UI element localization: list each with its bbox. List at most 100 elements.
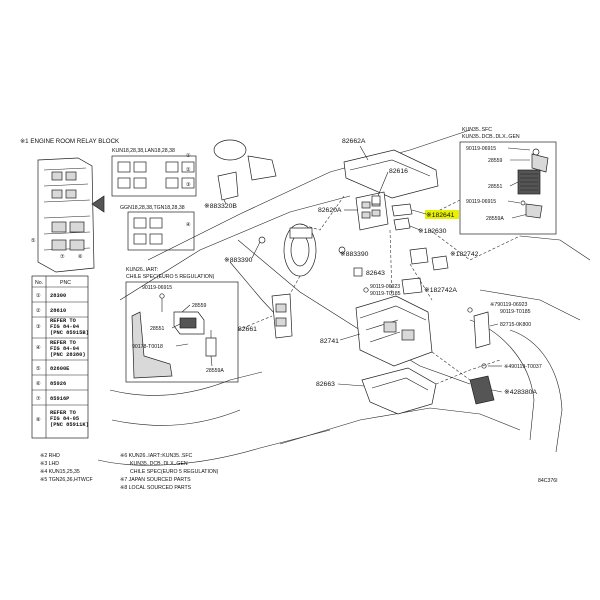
leader-line [359,145,369,161]
leader-line [337,383,365,387]
part-label-28559: 28559 [192,303,207,309]
relay-cell [133,217,147,229]
footnotes-right: ※6 KUN26..IART::KUN35..SFC KUN35..DCB..D… [120,453,219,491]
body-line [279,407,521,445]
footnote: ※8 LOCAL SOURCED PARTS [120,485,192,491]
part-label-28559: 28559 [488,158,503,164]
fuse-slot [371,209,381,217]
relay-cell [149,233,163,245]
inset-left-title: KUN26..IART: [126,267,158,273]
engine-bay-drawing [97,129,591,466]
callout-182641: ※182641 [426,212,455,219]
relay-part-182742 [409,247,429,265]
footnote: ※7 JAPAN SOURCED PARTS [120,477,191,483]
bolt-icon [363,287,369,293]
arrow-to-layout [91,195,105,213]
relay-cell [117,161,131,173]
relay-number-markers: ⑤ ⑦ ⑥ [31,238,83,260]
relay-block-ribs [43,167,91,251]
pnc-no: ④ [36,345,41,351]
relay-number-1: ① [186,153,191,159]
connector-part-82643 [353,267,363,277]
kun-layout-label: KUN18,28,38,LAN18,28,38 [112,148,175,154]
lower-cover-part-82663 [361,367,437,415]
callout-82662A: 82662A [342,138,366,145]
table-row: ⑤ 82600E [32,366,88,376]
relay-cell [133,233,147,245]
relay-slot [65,189,77,199]
leader-line [509,181,519,187]
pnc-value: 82600E [50,366,70,372]
leader-line [489,323,499,327]
relay-cell [181,177,195,189]
bolt-icon [481,363,487,369]
relay-slot [65,171,77,181]
callout-82643: 82643 [366,270,385,277]
inset-left: KUN26..IART: CHILE SPEC(EURO 5 REGULATIO… [125,267,239,383]
dashed-leader [289,275,301,295]
relay-slot [69,221,85,233]
leader-line [409,225,421,231]
dashed-leader [389,229,393,297]
relay-part-182742A-b [431,255,449,271]
pnc-table-frame [31,275,89,439]
dashed-leader [429,229,521,261]
callout-90119-06923: 90119-06923 [370,284,400,290]
fuse-slot [361,211,371,219]
footnote: KUN35..DCB..DLX..GEN [130,461,188,467]
relay-slot [51,239,67,251]
leader-line [210,355,213,367]
relay-ribs [520,173,538,191]
connector-part [205,337,217,357]
dashed-leader [299,195,345,231]
footnote: ※2 RHD [40,453,60,459]
footnote: CHILE SPEC(EURO 5 REGULATION) [130,469,219,475]
callout-28380A: ※428380A [504,389,537,396]
pnc-value: 85926 [50,381,66,387]
callout-182742: ※182742 [450,251,479,258]
callout-82663: 82663 [316,381,335,388]
highlight-182641 [425,210,459,219]
engine-component [247,155,277,181]
part-label-28551: 28551 [488,184,503,190]
relay-number-4: ④ [186,222,191,228]
callout-83390-right: ※883390 [340,251,369,258]
footnote: ※4 KUN15,25,35 [40,469,80,475]
relay-number-7: ⑦ [60,254,65,260]
clip-part [258,236,266,244]
dashed-leader [409,263,433,301]
inset-right-frame [459,141,557,235]
relay-number-6: ⑥ [78,254,83,260]
footnote: ※6 KUN26..IART::KUN35..SFC [120,453,193,459]
callout-182742A: ※182742A [424,287,457,294]
kun-relay-layout: ① ② ③ [111,153,197,197]
bolt-icon [159,293,165,299]
bracket-part-82661 [271,293,293,339]
clip-part-83390 [338,246,346,254]
footnotes-left: ※2 RHD ※3 LHD ※4 KUN15,25,35 ※5 TGN26,36… [40,453,93,483]
callout-90119-T0185-r: 90119-T0185 [500,309,531,315]
relay-cell [117,177,131,189]
cover-detail [349,159,431,177]
reservoir-part [213,139,247,161]
relay-part-182641 [391,203,413,217]
pnc-header-pnc: PNC [60,280,71,286]
callout-82661: 82661 [238,326,257,333]
relay-block-section: ※1 ENGINE ROOM RELAY BLOCK ⑤ ⑦ ⑥ KUN18,2… [20,138,197,273]
cover-detail [371,377,429,391]
ggn-layout-label: GGN18,28,38,TGN18,28,38 [120,205,185,211]
callout-labels: 82662A 82616 82620A ※182641 ※182630 ※883… [204,138,542,396]
table-row: ① 28300 [32,293,88,303]
relay-block-note: ※1 ENGINE ROOM RELAY BLOCK [20,138,120,145]
leader-line [175,343,189,347]
body-line [519,235,591,261]
figure-code: 84C376I [538,478,558,484]
relay-slot [51,171,63,181]
part-label-bolt: 90119-06915 [142,285,172,291]
bolt-icon [467,307,473,313]
pnc-no: ③ [36,324,41,330]
bolt-icon [532,148,540,156]
inset-right: KUN35..SFC KUN35..DCB..DLX..GEN 90119-06… [459,127,557,235]
